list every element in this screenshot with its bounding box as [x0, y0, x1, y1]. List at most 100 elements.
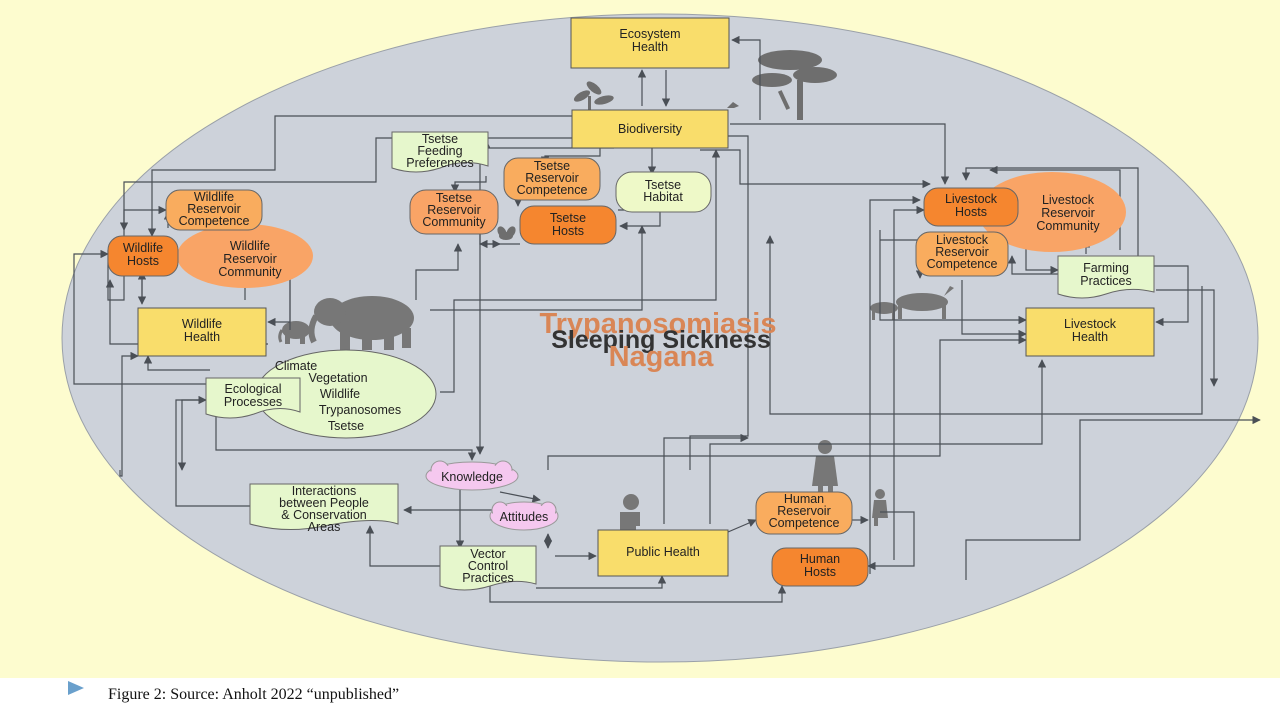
svg-text:Biodiversity: Biodiversity — [618, 122, 683, 136]
node-text: Reservoir — [935, 245, 989, 259]
node-attitudes: Attitudes — [489, 501, 559, 531]
node-text: Human — [784, 492, 824, 506]
node-text: Knowledge — [441, 470, 503, 484]
node-text: Preferences — [406, 156, 473, 170]
elephant-icon — [308, 296, 414, 350]
node-text: Human — [800, 552, 840, 566]
node-text: Public Health — [626, 545, 700, 559]
node-text: Hosts — [804, 565, 836, 579]
node-text: Tsetse — [645, 178, 681, 192]
child-icon — [872, 489, 888, 526]
node-text: Reservoir — [187, 202, 241, 216]
node-text: Interactions — [292, 484, 357, 498]
node-text: Competence — [179, 214, 250, 228]
node-public-health: Public Health — [597, 529, 729, 577]
figure-caption: Figure 2: Source: Anholt 2022 “unpublish… — [108, 686, 400, 703]
node-text: Livestock — [1042, 193, 1095, 207]
node-text: Livestock — [945, 192, 998, 206]
node-text: Vegetation — [308, 371, 367, 385]
node-text: Livestock — [1064, 317, 1117, 331]
node-text: Ecosystem — [619, 27, 680, 41]
node-text: & Conservation — [281, 508, 367, 522]
node-text: Trypanosomes — [319, 403, 401, 417]
node-text: Tsetse — [534, 159, 570, 173]
livestock-icon — [870, 286, 954, 320]
node-text: Tsetse — [550, 211, 586, 225]
node-text: Areas — [308, 520, 341, 534]
node-text: Reservoir — [427, 203, 481, 217]
node-biodiversity: Biodiversity — [571, 109, 729, 149]
title-sleeping-sickness: Sleeping Sickness — [551, 326, 771, 354]
node-text: Reservoir — [223, 252, 277, 266]
node-text: Tsetse — [436, 191, 472, 205]
node-text: Control — [468, 559, 508, 573]
node-text: Hosts — [127, 254, 159, 268]
svg-text:Public Health: Public Health — [626, 545, 700, 559]
node-text: Processes — [224, 395, 282, 409]
node-text: Tsetse — [328, 419, 364, 433]
node-text: Wildlife — [123, 241, 163, 255]
node-text: Attitudes — [500, 510, 549, 524]
node-text: Community — [422, 215, 486, 229]
node-text: Health — [632, 40, 668, 54]
node-text: between People — [279, 496, 369, 510]
node-knowledge: Knowledge — [425, 460, 519, 491]
node-text: Livestock — [936, 233, 989, 247]
node-text: Vector — [470, 547, 505, 561]
node-text: Practices — [462, 571, 513, 585]
node-text: Reservoir — [525, 171, 579, 185]
node-text: Feeding — [417, 144, 462, 158]
tsetse-fly-icon — [497, 226, 516, 240]
node-text: Wildlife — [182, 317, 222, 331]
node-text: Tsetse — [422, 132, 458, 146]
node-text: Health — [184, 330, 220, 344]
node-text: Competence — [769, 516, 840, 530]
node-text: Wildlife — [320, 387, 360, 401]
node-text: Hosts — [552, 224, 584, 238]
bullet-arrow-icon — [68, 681, 84, 695]
bird-icon — [727, 102, 739, 108]
svg-text:Attitudes: Attitudes — [500, 510, 549, 524]
node-text: Reservoir — [777, 504, 831, 518]
node-text: Health — [1072, 330, 1108, 344]
node-text: Ecological — [225, 382, 282, 396]
title-nagana: Nagana — [609, 341, 715, 373]
